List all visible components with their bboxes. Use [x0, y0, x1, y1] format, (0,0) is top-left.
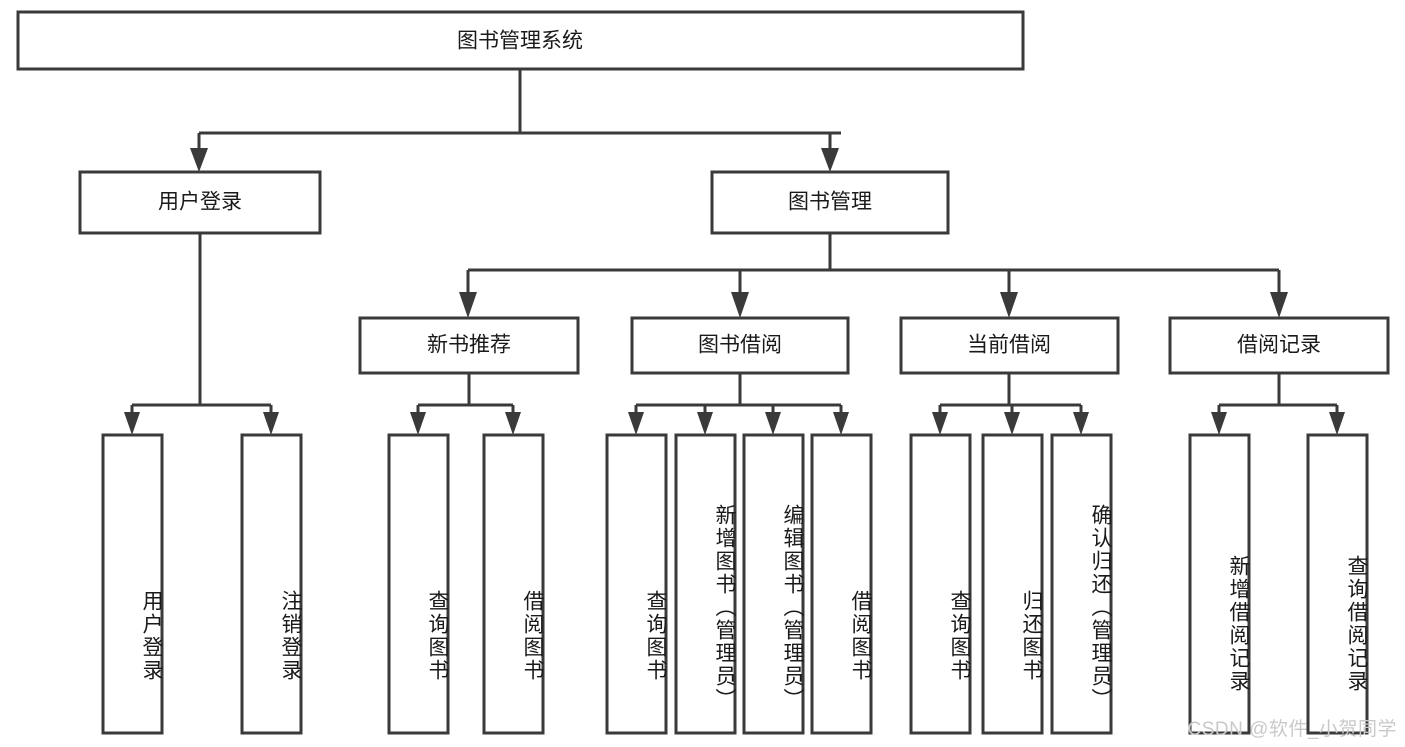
arrow-book-borrow: [731, 292, 749, 318]
arrow-leaf-return-book: [1004, 412, 1020, 435]
arrow-leaf-query-book-rec: [410, 412, 426, 435]
node-user-login-box[interactable]: [78, 170, 322, 235]
arrow-leaf-borrow-book: [833, 412, 849, 435]
leaf-add-borrow-record-box[interactable]: [1188, 433, 1251, 735]
leaf-query-book-borrow-box[interactable]: [605, 433, 668, 735]
node-new-book-rec-label: 新书推荐: [427, 334, 511, 357]
leaf-confirm-return-admin-box[interactable]: [1050, 433, 1113, 735]
node-borrow-record-label: 借阅记录: [1237, 334, 1321, 357]
edge-group-book-manage-to-level3: [459, 233, 1288, 318]
edge-group-current-borrow-leaves: [932, 373, 1089, 435]
leaf-edit-book-admin-box[interactable]: [742, 433, 805, 735]
arrow-leaf-query-book-current: [932, 412, 948, 435]
arrow-borrow-record: [1270, 292, 1288, 318]
arrow-leaf-query-borrow-record: [1329, 412, 1345, 435]
arrow-new-book-rec: [459, 292, 477, 318]
arrow-leaf-query-book-borrow: [628, 412, 644, 435]
arrow-leaf-logout-login: [263, 412, 279, 435]
node-borrow-record[interactable]: 借阅记录: [1168, 316, 1390, 375]
node-new-book-rec-box[interactable]: [358, 316, 580, 375]
edge-group-user-login-leaves: [124, 233, 279, 435]
leaf-logout-login-box[interactable]: [240, 433, 303, 735]
node-current-borrow[interactable]: 当前借阅: [899, 316, 1120, 375]
node-borrow-record-box[interactable]: [1168, 316, 1390, 375]
leaf-add-book-admin-box[interactable]: [674, 433, 737, 735]
arrow-leaf-add-borrow-record: [1211, 412, 1227, 435]
arrow-current-borrow: [1000, 292, 1018, 318]
leaf-query-book-current-box[interactable]: [909, 433, 972, 735]
arrow-leaf-add-book-admin: [697, 412, 713, 435]
node-current-borrow-label: 当前借阅: [967, 334, 1051, 357]
watermark-text: CSDN @软件_小贺同学: [1187, 719, 1397, 740]
node-root[interactable]: 图书管理系统: [16, 10, 1025, 71]
leaf-user-login-box[interactable]: [101, 433, 164, 735]
edge-group-book-borrow-leaves: [628, 373, 849, 435]
leaf-borrow-book-box[interactable]: [810, 433, 873, 735]
node-user-login-label: 用户登录: [158, 191, 242, 214]
arrow-leaf-user-login: [124, 412, 140, 435]
arrow-leaf-borrow-book-rec: [505, 412, 521, 435]
arrow-user-login: [190, 148, 208, 172]
node-current-borrow-box[interactable]: [899, 316, 1120, 375]
arrow-leaf-confirm-return-admin: [1073, 412, 1089, 435]
edge-group-new-book-rec-leaves: [410, 373, 521, 435]
node-book-manage-label: 图书管理: [788, 191, 872, 214]
node-user-login[interactable]: 用户登录: [78, 170, 322, 235]
node-book-borrow[interactable]: 图书借阅: [630, 316, 850, 375]
arrow-leaf-edit-book-admin: [765, 412, 781, 435]
leaf-borrow-book-rec-box[interactable]: [482, 433, 545, 735]
node-book-borrow-box[interactable]: [630, 316, 850, 375]
arrow-book-manage: [821, 148, 839, 172]
node-root-label: 图书管理系统: [457, 30, 583, 53]
node-book-manage[interactable]: 图书管理: [710, 170, 950, 235]
node-new-book-rec[interactable]: 新书推荐: [358, 316, 580, 375]
node-book-manage-box[interactable]: [710, 170, 950, 235]
leaf-box-group: [101, 433, 1369, 735]
leaf-query-borrow-record-box[interactable]: [1306, 433, 1369, 735]
node-book-borrow-label: 图书借阅: [698, 334, 782, 357]
leaf-query-book-rec-box[interactable]: [387, 433, 450, 735]
node-root-box[interactable]: [16, 10, 1025, 71]
edge-group-root-to-level2: [190, 69, 841, 172]
leaf-return-book-box[interactable]: [981, 433, 1044, 735]
edge-group-borrow-record-leaves: [1211, 373, 1345, 435]
